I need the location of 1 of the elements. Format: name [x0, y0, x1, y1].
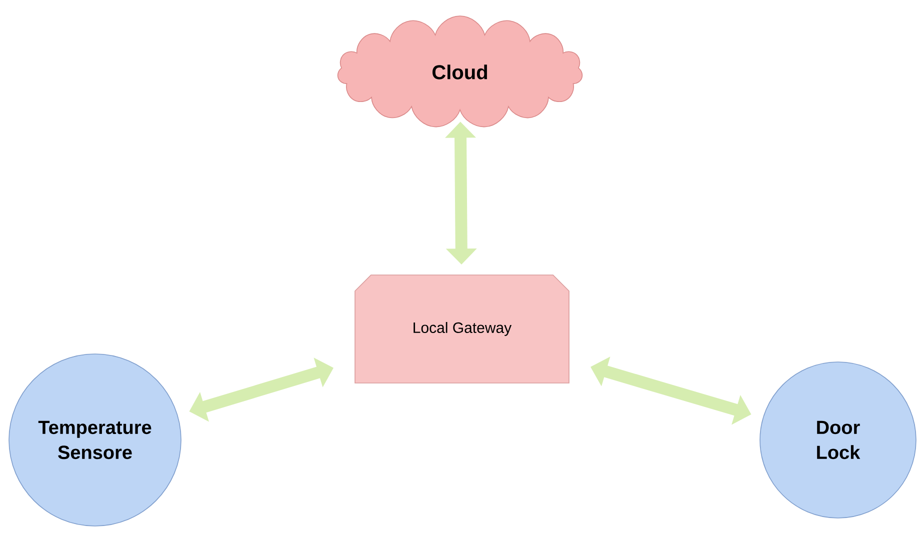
gateway-box: Local Gateway	[354, 274, 570, 384]
